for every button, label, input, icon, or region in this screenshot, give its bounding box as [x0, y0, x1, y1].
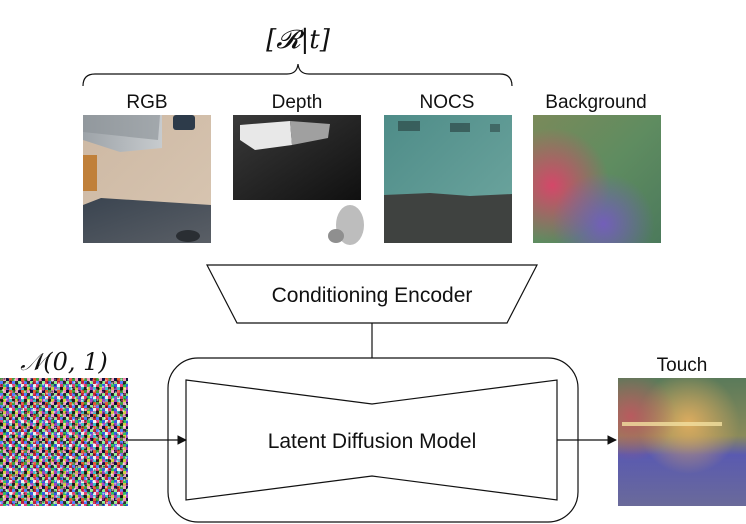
- noise-label: 𝒩(0, 1): [20, 348, 108, 376]
- nocs-image: [384, 115, 512, 243]
- noise-image: [0, 378, 128, 506]
- conditioning-encoder-label: Conditioning Encoder: [272, 284, 473, 307]
- input-label-nocs: NOCS: [420, 92, 475, 113]
- depth-image: [233, 115, 364, 245]
- rgb-image: [83, 115, 211, 243]
- input-label-rgb: RGB: [126, 92, 167, 113]
- background-image: [533, 115, 661, 243]
- pose-label: [𝓡|t]: [266, 25, 331, 55]
- input-label-depth: Depth: [272, 92, 323, 113]
- pose-brace: [82, 63, 513, 87]
- conditioning-encoder-shape: [206, 264, 538, 324]
- input-label-background: Background: [545, 92, 646, 113]
- touch-image: [618, 378, 746, 506]
- latent-diffusion-shape: [185, 379, 558, 501]
- latent-diffusion-label: Latent Diffusion Model: [268, 430, 477, 453]
- touch-label: Touch: [657, 355, 708, 376]
